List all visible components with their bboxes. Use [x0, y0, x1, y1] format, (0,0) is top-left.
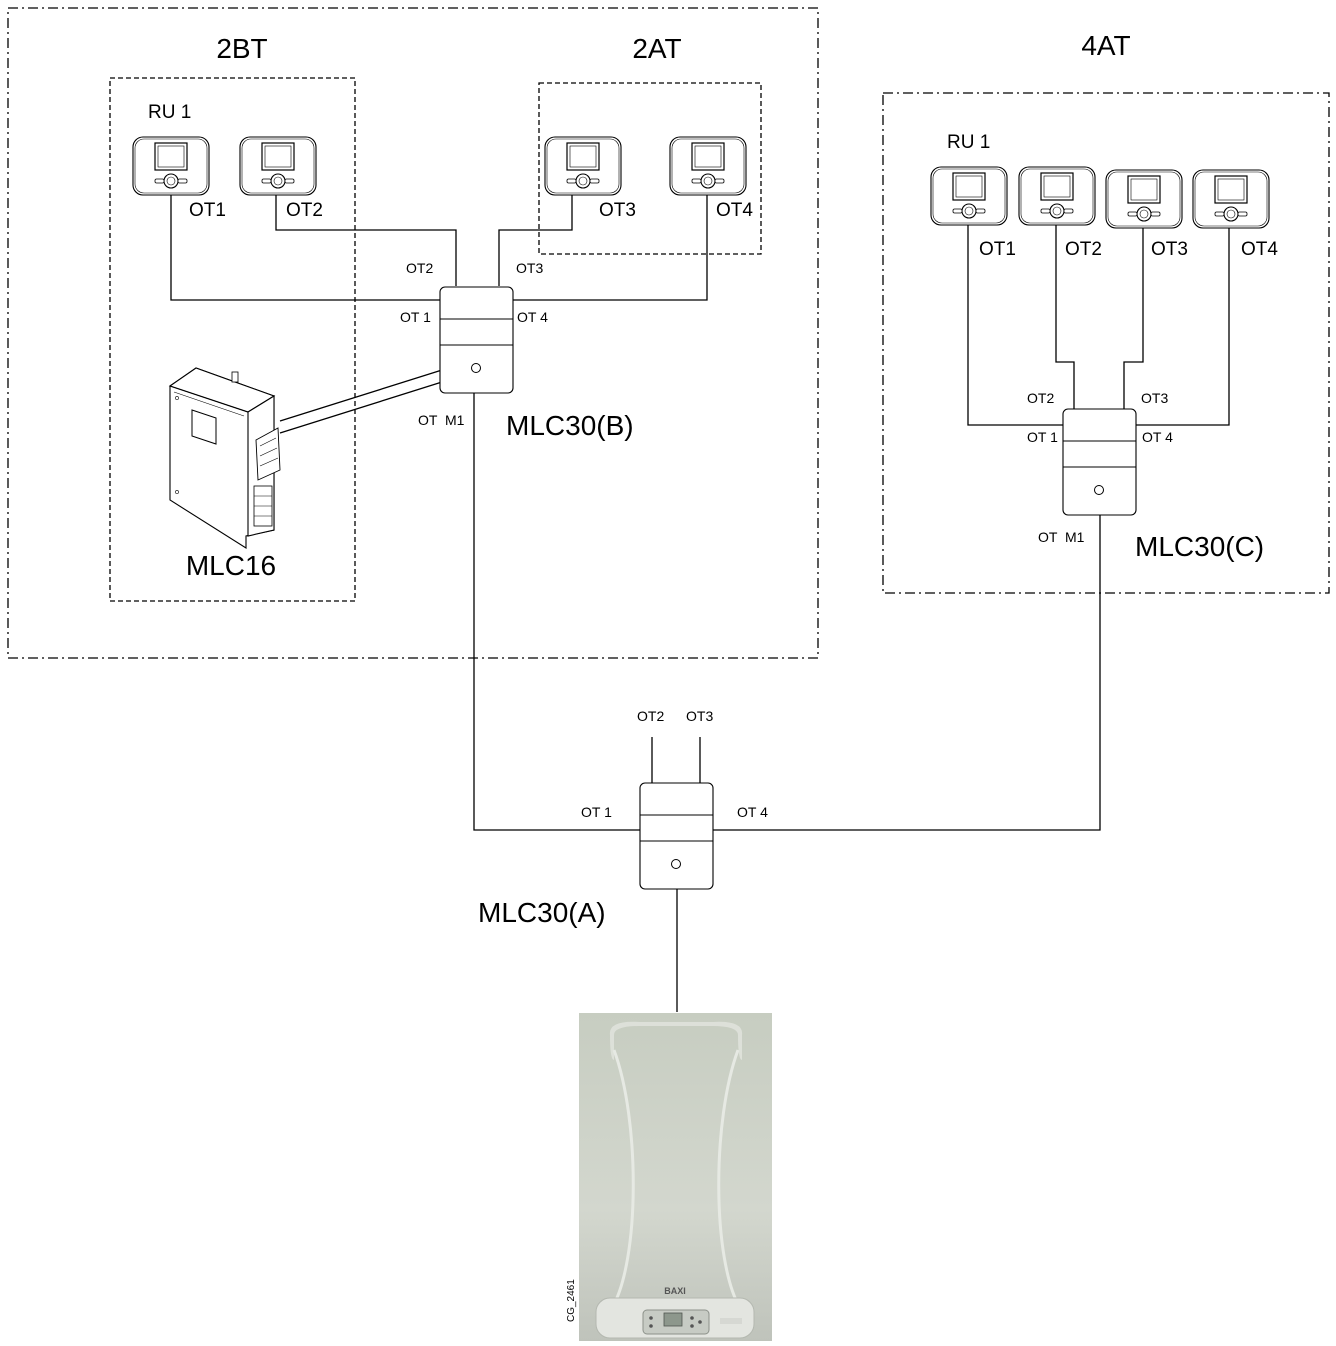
hub-b-port-otm1: OT M1 — [418, 412, 465, 428]
port-label-ot2-right: OT2 — [1065, 239, 1102, 260]
hub-c-name: MLC30(C) — [1135, 531, 1264, 562]
thermostat-ot2-left — [240, 137, 316, 195]
zone-2bt-label: 2BT — [216, 33, 267, 64]
port-label-ot4-right: OT4 — [1241, 239, 1278, 260]
figure-code: CG_2461 — [566, 1279, 577, 1322]
hub-c-wires — [713, 192, 1229, 830]
hub-mlc30-b — [440, 287, 513, 393]
hub-c-port-ot4: OT 4 — [1142, 429, 1173, 445]
hub-c-port-ot3: OT3 — [1141, 390, 1168, 406]
thermostat-ot3-right — [1106, 170, 1182, 228]
thermostat-ot2-right — [1019, 167, 1095, 225]
port-label-ot3-right: OT3 — [1151, 239, 1188, 260]
hub-mlc30-c — [1063, 409, 1136, 515]
port-label-ot4-left: OT4 — [716, 200, 753, 221]
hub-b-port-ot2: OT2 — [406, 260, 433, 276]
thermostat-ru1-right — [931, 167, 1007, 225]
device-label-ru1-right: RU 1 — [947, 132, 990, 153]
hub-c-port-ot1: OT 1 — [1027, 429, 1058, 445]
hub-b-port-ot3: OT3 — [516, 260, 543, 276]
thermostat-ot4-right — [1193, 170, 1269, 228]
hub-b-port-ot4: OT 4 — [517, 309, 548, 325]
hub-c-port-ot2: OT2 — [1027, 390, 1054, 406]
hub-mlc30-a — [640, 783, 713, 889]
port-label-ot3-left: OT3 — [599, 200, 636, 221]
zone-4at-label: 4AT — [1081, 30, 1130, 61]
thermostat-ot4-left — [670, 137, 746, 195]
hub-a-port-ot4: OT 4 — [737, 804, 768, 820]
hub-c-port-otm1: OT M1 — [1038, 529, 1085, 545]
mlc16-label: MLC16 — [186, 550, 276, 581]
port-label-ot2-left: OT2 — [286, 200, 323, 221]
hub-a-port-ot1: OT 1 — [581, 804, 612, 820]
port-label-ot1-right: OT1 — [979, 239, 1016, 260]
thermostat-ot3-left — [545, 137, 621, 195]
thermostat-ru1-left — [133, 137, 209, 195]
hub-a-port-ot2: OT2 — [637, 708, 664, 724]
boiler-brand: BAXI — [664, 1286, 686, 1296]
zone-2at-label: 2AT — [632, 33, 681, 64]
hub-a-name: MLC30(A) — [478, 897, 606, 928]
hub-b-port-ot1: OT 1 — [400, 309, 431, 325]
mlc16-module — [170, 368, 280, 548]
port-label-ot1-left: OT1 — [189, 200, 226, 221]
hub-b-name: MLC30(B) — [506, 410, 634, 441]
device-label-ru1-left: RU 1 — [148, 102, 191, 123]
hub-a-port-ot3: OT3 — [686, 708, 713, 724]
zone-frame-left — [8, 8, 818, 658]
